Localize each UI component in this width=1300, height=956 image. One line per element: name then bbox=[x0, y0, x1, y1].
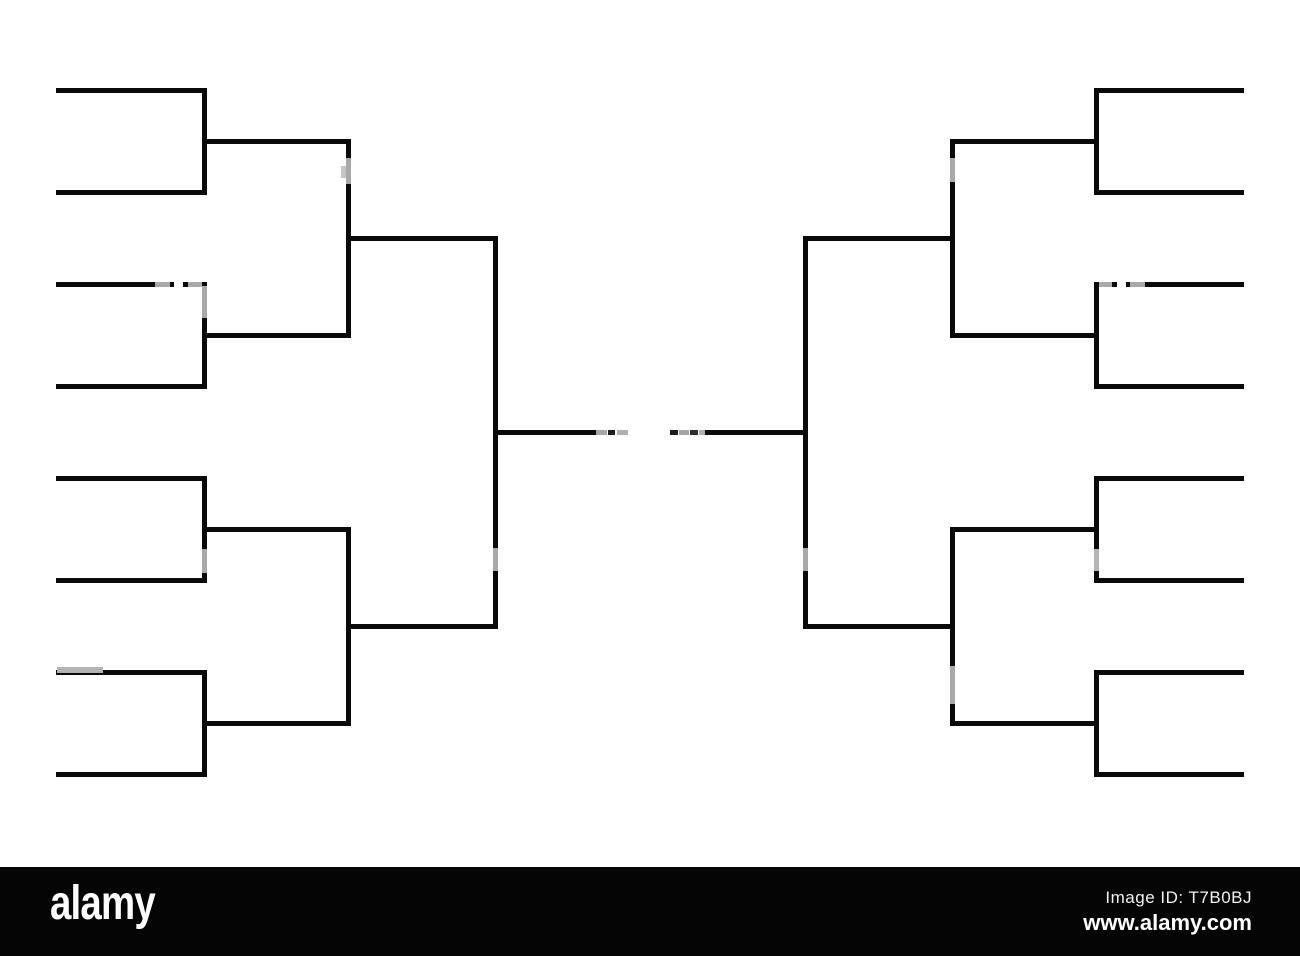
watermark-artifact bbox=[670, 429, 678, 435]
bracket-line-horizontal bbox=[56, 87, 207, 93]
watermark-artifact bbox=[802, 548, 808, 571]
bracket-line-horizontal bbox=[1093, 669, 1244, 675]
watermark-artifact bbox=[1130, 281, 1145, 287]
bracket-line-horizontal bbox=[1093, 87, 1244, 93]
bracket-line-horizontal bbox=[201, 526, 351, 532]
bracket-line-horizontal bbox=[56, 669, 207, 675]
watermark-artifact bbox=[1117, 281, 1126, 287]
watermark-artifact bbox=[492, 548, 498, 571]
alamy-logo: alamy bbox=[50, 877, 156, 930]
bracket-line-horizontal bbox=[802, 623, 955, 629]
bracket-line-horizontal bbox=[704, 429, 808, 435]
watermark-artifact bbox=[690, 429, 698, 435]
watermark-artifact bbox=[596, 429, 607, 435]
bracket-line-horizontal bbox=[1093, 771, 1244, 777]
bracket-line-horizontal bbox=[201, 138, 351, 144]
watermark-artifact bbox=[616, 429, 628, 435]
bracket-line-horizontal bbox=[56, 281, 207, 287]
bracket-line-horizontal bbox=[802, 235, 955, 241]
watermark-artifact bbox=[699, 429, 705, 435]
bracket-line-horizontal bbox=[345, 623, 498, 629]
watermark-artifact bbox=[949, 666, 955, 704]
bracket-line-horizontal bbox=[949, 138, 1099, 144]
bracket-line-horizontal bbox=[1093, 475, 1244, 481]
watermark-artifact bbox=[155, 281, 170, 287]
bracket-line-horizontal bbox=[56, 771, 207, 777]
image-id-text: Image ID: T7B0BJ bbox=[1105, 888, 1252, 907]
alamy-website-text: www.alamy.com bbox=[1083, 910, 1252, 935]
watermark-artifact bbox=[174, 281, 183, 287]
watermark-artifact bbox=[57, 667, 103, 673]
watermark-artifact bbox=[1093, 549, 1099, 571]
bracket-line-horizontal bbox=[345, 235, 498, 241]
watermark-meta: Image ID: T7B0BJ www.alamy.com bbox=[1083, 887, 1252, 936]
bracket-line-horizontal bbox=[949, 526, 1099, 532]
alamy-watermark-bar: alamy Image ID: T7B0BJ www.alamy.com bbox=[0, 867, 1300, 956]
watermark-artifact bbox=[1098, 281, 1112, 287]
bracket-line-horizontal bbox=[492, 429, 596, 435]
bracket-line-horizontal bbox=[1093, 577, 1244, 583]
watermark-artifact bbox=[679, 429, 689, 435]
bracket-line-horizontal bbox=[201, 720, 351, 726]
bracket-line-horizontal bbox=[56, 189, 207, 195]
watermark-artifact bbox=[949, 158, 955, 182]
bracket-line-horizontal bbox=[56, 383, 207, 389]
bracket-line-horizontal bbox=[1093, 383, 1244, 389]
bracket-line-horizontal bbox=[56, 475, 207, 481]
bracket-line-horizontal bbox=[1093, 189, 1244, 195]
bracket-line-horizontal bbox=[949, 332, 1099, 338]
watermark-artifact bbox=[201, 286, 207, 318]
watermark-artifact bbox=[341, 166, 346, 178]
watermark-artifact bbox=[188, 281, 202, 287]
watermark-artifact bbox=[608, 429, 615, 435]
watermark-artifact bbox=[345, 158, 351, 184]
bracket-line-horizontal bbox=[201, 332, 351, 338]
bracket-line-horizontal bbox=[56, 577, 207, 583]
bracket-line-horizontal bbox=[949, 720, 1099, 726]
bracket-line-horizontal bbox=[1093, 281, 1244, 287]
watermark-artifact bbox=[201, 549, 207, 573]
